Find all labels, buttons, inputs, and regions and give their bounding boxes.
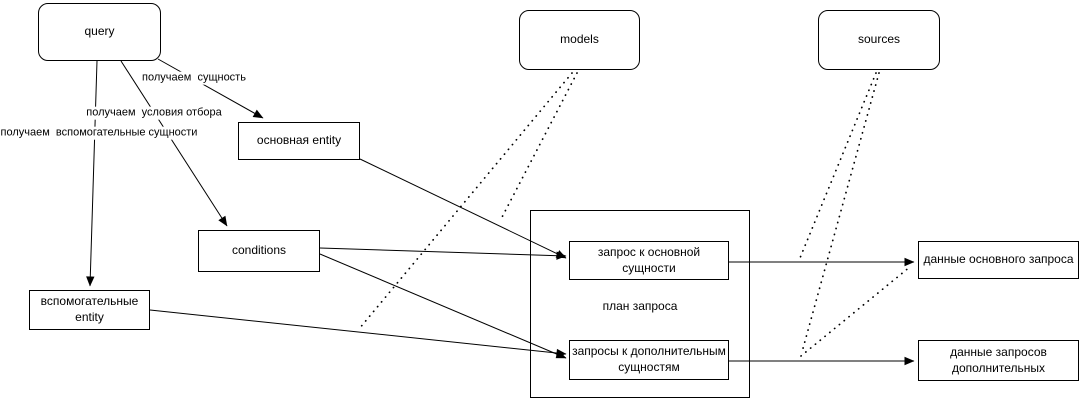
node-models: models — [519, 10, 640, 70]
edge-label-get-aux: получаем вспомогательные сущности — [0, 126, 199, 140]
edge-query-to-aux-entity — [86, 60, 98, 287]
node-main-data: данные основного запроса — [918, 241, 1079, 279]
node-conditions: conditions — [198, 230, 320, 272]
node-main-query-label: запрос к основной сущности — [597, 244, 701, 275]
edge-query-to-conditions — [120, 60, 228, 227]
edge-main-entity-to-main-query — [359, 158, 567, 259]
node-main-data-label: данные основного запроса — [923, 252, 1074, 267]
node-conditions-label: conditions — [231, 243, 287, 258]
node-aux-data-label: данные запросов дополнительных — [950, 344, 1047, 375]
node-sources-label: sources — [857, 32, 901, 47]
node-query-plan-container — [530, 210, 750, 398]
node-aux-queries-label: запросы к дополнительным сущностям — [572, 344, 726, 374]
edge-models-to-main-query-flow — [499, 72, 578, 222]
edge-models-to-aux-queries-flow — [358, 72, 573, 330]
node-aux-queries: запросы к дополнительным сущностям — [569, 340, 729, 380]
edge-conditions-to-main-query — [319, 247, 567, 260]
node-main-entity: основная entity — [238, 122, 360, 160]
node-aux-entity: вспомогательные entity — [29, 290, 150, 330]
node-sources: sources — [818, 10, 940, 70]
edge-aux-flow-to-main-data — [800, 265, 912, 357]
node-query: query — [38, 3, 161, 61]
edge-label-get-conditions: получаем условия отбора — [85, 106, 223, 120]
query-plan-label: план запроса — [602, 299, 678, 313]
node-main-entity-label: основная entity — [256, 133, 342, 148]
edge-query-to-main-entity — [157, 58, 264, 119]
node-aux-data: данные запросов дополнительных — [918, 340, 1079, 381]
edge-sources-to-main-query-flow — [799, 72, 877, 259]
edge-sources-to-aux-queries-flow — [801, 72, 880, 353]
node-query-label: query — [84, 24, 115, 39]
node-models-label: models — [560, 32, 599, 47]
node-aux-entity-label: вспомогательные entity — [40, 294, 139, 324]
edge-conditions-to-aux-queries — [319, 253, 567, 359]
edge-label-get-entity: получаем сущность — [141, 71, 247, 85]
node-main-query: запрос к основной сущности — [569, 241, 729, 280]
edge-aux-entity-to-aux-queries — [149, 309, 567, 358]
